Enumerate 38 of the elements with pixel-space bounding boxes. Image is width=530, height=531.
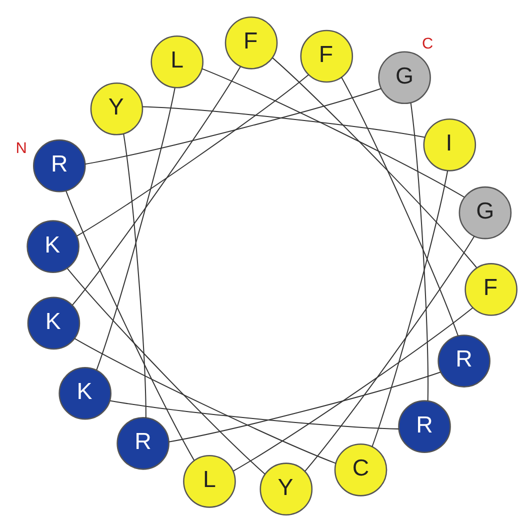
connector: [304, 236, 475, 471]
node-circle: R: [32, 138, 86, 192]
connector: [74, 338, 336, 464]
connector: [76, 74, 309, 236]
connector: [85, 88, 382, 164]
connector: [410, 102, 428, 400]
node-circle: L: [150, 34, 204, 88]
node-circle: F: [224, 16, 278, 69]
node-circle: F: [300, 29, 354, 82]
connector: [372, 170, 448, 446]
node-circle: Y: [260, 462, 313, 515]
connector: [66, 190, 195, 460]
connector: [96, 88, 176, 370]
connector: [168, 371, 441, 442]
connector: [72, 66, 241, 305]
connector: [123, 134, 146, 418]
node-label: C: [422, 34, 434, 52]
node-circle: F: [464, 262, 518, 316]
node-circle: K: [27, 296, 80, 350]
node-circle: C: [334, 443, 388, 496]
node-circle: I: [423, 118, 476, 171]
node-circle: K: [26, 220, 80, 272]
connector: [202, 68, 464, 198]
connector: [67, 268, 266, 474]
connector: [110, 400, 399, 429]
node-label: N: [16, 139, 27, 156]
node-circle: L: [183, 454, 236, 508]
node-circle: K: [58, 366, 112, 420]
node-circle: R: [438, 334, 490, 387]
node-circle: Y: [90, 82, 144, 135]
node-circle: R: [398, 400, 451, 452]
connector: [341, 76, 458, 336]
connector: [142, 106, 425, 138]
node-circle: R: [116, 416, 170, 470]
connector: [233, 306, 474, 471]
node-circle: G: [378, 50, 431, 104]
connector: [272, 57, 477, 268]
node-circle: G: [458, 186, 512, 239]
